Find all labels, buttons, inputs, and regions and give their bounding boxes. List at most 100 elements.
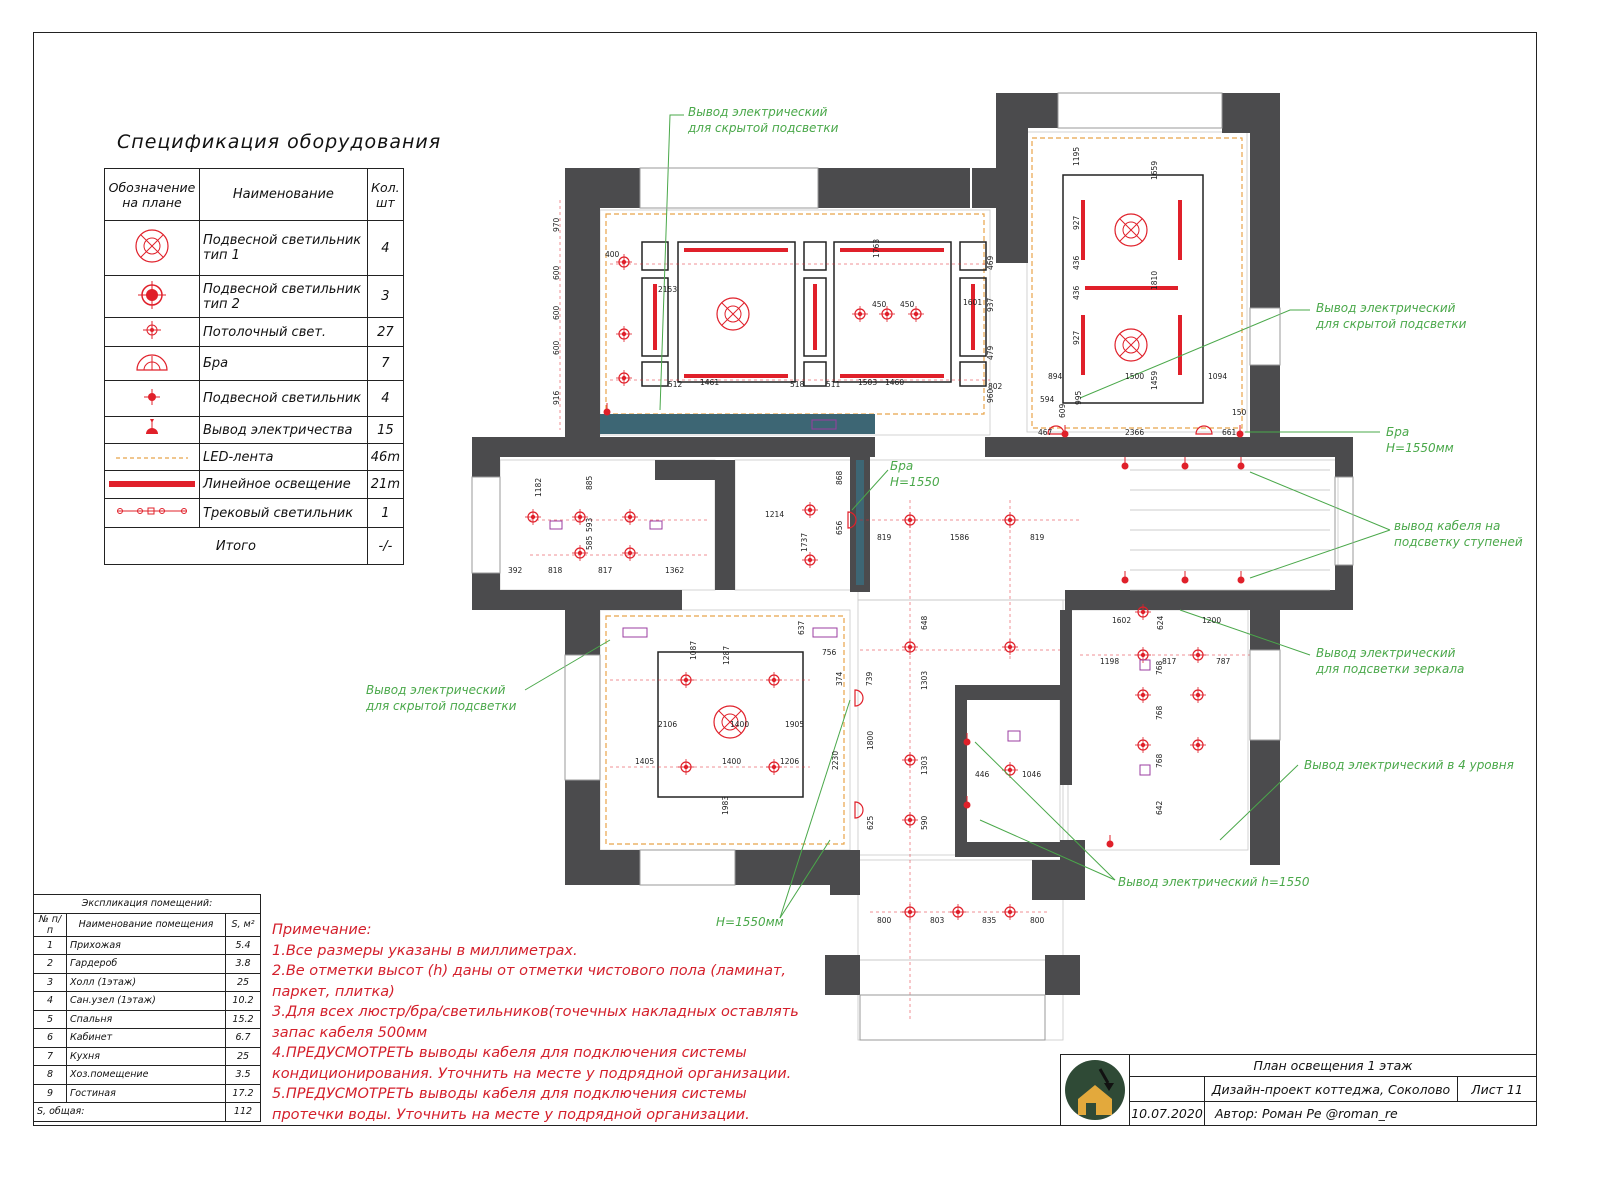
dimension-label: 656: [835, 520, 844, 535]
room-name: Хоз.помещение: [66, 1065, 226, 1085]
spec-row-name: Потолочный свет.: [199, 317, 368, 347]
dimension-label: 150: [1232, 408, 1247, 417]
dimension-label: 1046: [1022, 770, 1042, 779]
dimension-label: 436: [1072, 285, 1081, 300]
spec-row-name: Трековый светильник: [199, 498, 368, 528]
dimension-label: 739: [865, 671, 874, 686]
callout-h1550: Вывод электрический h=1550: [1118, 875, 1310, 889]
spec-row-qty: 4: [366, 220, 405, 276]
room-num: 4: [33, 991, 67, 1011]
dimension-label: 800: [877, 916, 892, 925]
dimension-label: 970: [552, 217, 561, 232]
spec-row-name: Подвесной светильник тип 1: [199, 220, 368, 276]
dimension-label: 768: [1155, 753, 1164, 768]
linear-lights: [653, 200, 1182, 378]
callout-hidden-light-right: Вывод электрический для скрытой подсветк…: [1316, 301, 1467, 331]
sheet-title: План освещения 1 этаж: [1129, 1054, 1537, 1077]
sconces: [847, 425, 1213, 819]
dimension-label: 756: [822, 648, 837, 657]
dimension-label: 1287: [722, 645, 731, 665]
dimension-label: 518: [790, 380, 805, 389]
dimension-label: 768: [1155, 660, 1164, 675]
callout-mirror-light: Вывод электрический для подсветки зеркал…: [1316, 646, 1465, 676]
spec-row-qty: 27: [366, 317, 405, 347]
room-area: 3.5: [225, 1065, 261, 1085]
dimension-label: 1214: [765, 510, 785, 519]
room-area: 17.2: [225, 1083, 261, 1103]
led-strip-outlines: [605, 137, 1243, 845]
dimension-label: 1200: [1202, 616, 1222, 625]
dimension-label: 392: [508, 566, 523, 575]
pendant-lamp-type1-icon: [104, 220, 200, 276]
room-num: 6: [33, 1028, 67, 1048]
room-name: Кабинет: [66, 1028, 226, 1048]
notes-title: Примечание:: [272, 922, 372, 938]
dimension-label: 446: [975, 770, 990, 779]
room-name: Спальня: [66, 1009, 226, 1029]
room-num: 7: [33, 1046, 67, 1066]
drawing-frame: [33, 32, 1537, 1126]
project-name: Дизайн-проект коттеджа, Соколово: [1204, 1076, 1458, 1102]
dimension-label: 512: [668, 380, 683, 389]
spec-row-name: Линейное освещение: [199, 470, 368, 499]
dimension-label: 1303: [920, 670, 929, 690]
dimension-label: 916: [552, 390, 561, 405]
dimension-label: 1500: [1125, 372, 1145, 381]
sheet-number: Лист 11: [1457, 1076, 1537, 1102]
logo: [1060, 1054, 1130, 1126]
note-item: 4.ПРЕДУСМОТРЕТЬ выводы кабеля для подклю…: [272, 1045, 792, 1082]
dimension-label: 927: [1072, 215, 1081, 230]
dimension-label: 1659: [1150, 160, 1159, 180]
room-area: 5.4: [225, 935, 261, 955]
dimension-label: 400: [605, 250, 620, 259]
dimension-label: 1586: [950, 533, 970, 542]
spec-row-qty: 21m: [366, 470, 405, 499]
note-item: 3.Для всех люстр/бра/светильников(точечн…: [272, 1004, 799, 1041]
dimension-label: 819: [877, 533, 892, 542]
dimension-label: 609: [1058, 403, 1067, 418]
dimension-label: 802: [988, 382, 1003, 391]
dimension-label: 1400: [722, 757, 742, 766]
leader-lines: [524, 114, 1391, 919]
spec-row-name: Вывод электричества: [199, 416, 368, 444]
dimension-label: 894: [1048, 372, 1063, 381]
dimension-label: 374: [835, 671, 844, 686]
callout-sconce-right: Бра H=1550мм: [1386, 425, 1454, 455]
dimension-label: 436: [1072, 255, 1081, 270]
dimension-label: 2153: [658, 285, 678, 294]
dimension-label: 937: [986, 297, 995, 312]
callout-4-levels: Вывод электрический в 4 уровня: [1304, 758, 1514, 772]
dimension-label: 1195: [1072, 146, 1081, 166]
dimension-label: 1303: [920, 755, 929, 775]
track-light-icon: [104, 498, 200, 528]
dimension-label: 1983: [721, 795, 730, 815]
stamp-blank: [1129, 1076, 1205, 1102]
dimension-label: 1461: [700, 378, 720, 387]
dimension-label: 1800: [866, 730, 875, 750]
dimension-label: 803: [930, 916, 945, 925]
dimension-label: 1737: [800, 532, 809, 552]
dimension-label: 819: [1030, 533, 1045, 542]
notes: Примечание: 1.Все размеры указаны в милл…: [272, 920, 812, 1125]
pendant-lamp-type1: [1114, 328, 1148, 362]
dimension-label: 1400: [730, 720, 750, 729]
spec-row-qty: 15: [366, 416, 405, 444]
room-area: 25: [225, 972, 261, 992]
room-area: 15.2: [225, 1009, 261, 1029]
dimension-label: 2366: [1125, 428, 1145, 437]
room-area: 6.7: [225, 1028, 261, 1048]
room-name: Холл (1этаж): [66, 972, 226, 992]
room-num: 8: [33, 1065, 67, 1085]
dimension-label: 600: [552, 265, 561, 280]
explication-total-label: S, общая:: [33, 1102, 226, 1122]
dimension-label: 787: [1216, 657, 1231, 666]
spec-row-name: LED-лента: [199, 443, 368, 471]
spec-title: Спецификация оборудования: [117, 131, 442, 153]
room-name: Гардероб: [66, 954, 226, 974]
dimension-label: 661: [1222, 428, 1237, 437]
dimension-label: 637: [797, 620, 806, 635]
dimension-label: 1601: [963, 298, 983, 307]
dimension-label: 1459: [1150, 370, 1159, 390]
explication-total-value: 112: [225, 1102, 261, 1122]
